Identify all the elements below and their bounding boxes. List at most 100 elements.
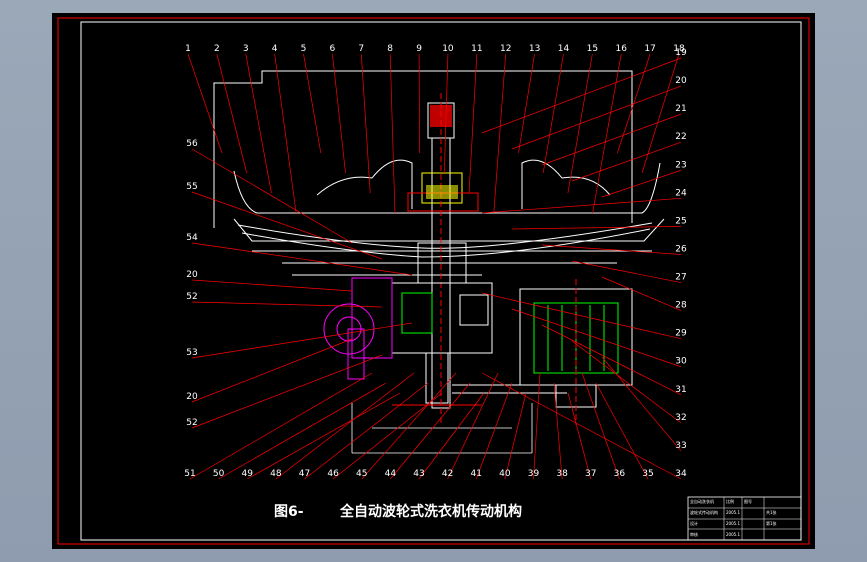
- part-label-b-49: 49: [242, 469, 254, 479]
- part-label-b-37-leader: [567, 392, 592, 480]
- clutch-housing: [323, 277, 493, 380]
- part-label-r-23: 23: [675, 160, 686, 170]
- caption-title: 全自动波轮式洗衣机传动机构: [339, 503, 522, 520]
- title-block-cell: 2005.1: [726, 510, 740, 515]
- part-label-12: 12: [500, 44, 511, 54]
- mechanism-drawing: 1234567891011121314151617181920212223242…: [57, 17, 810, 545]
- title-block-cell: 2005.1: [726, 532, 740, 537]
- gear-block: [426, 185, 458, 199]
- dimension-lines: [351, 403, 533, 454]
- caption-figure-number: 图6-: [274, 504, 304, 520]
- part-label-5: 5: [301, 44, 307, 54]
- title-block: 全自动洗衣机波轮式传动机构比例图号设计审核共1张第1张2005.12005.12…: [687, 496, 802, 541]
- part-label-b-42: 42: [442, 469, 453, 479]
- part-label-b-43-leader: [418, 392, 485, 480]
- part-label-r-20: 20: [675, 76, 687, 86]
- part-label-16-leader: [592, 53, 622, 214]
- part-label-r-24-leader: [481, 197, 682, 214]
- part-label-b-35: 35: [642, 469, 653, 479]
- part-label-3-leader: [245, 53, 272, 194]
- part-label-r-21: 21: [675, 104, 686, 114]
- part-label-r-19: 19: [675, 48, 687, 58]
- part-label-b-37: 37: [585, 469, 596, 479]
- part-label-r-29: 29: [675, 329, 687, 339]
- part-label-9-leader: [418, 53, 420, 154]
- part-label-1: 1: [185, 44, 191, 54]
- title-block-cell: 2005.1: [726, 521, 740, 526]
- part-label-r-31: 31: [675, 385, 686, 395]
- part-label-b-47-leader: [304, 382, 429, 480]
- part-label-r-23-leader: [601, 169, 682, 198]
- part-label-l-52-4: 52: [186, 292, 197, 302]
- part-label-13: 13: [529, 44, 540, 54]
- part-label-r-32-leader: [571, 340, 682, 424]
- part-label-l-52-4-leader: [191, 301, 383, 308]
- part-label-b-40-leader: [504, 392, 527, 480]
- part-label-b-47: 47: [299, 469, 310, 479]
- part-label-l-54-2: 54: [186, 233, 198, 243]
- title-block-cell: 比例: [726, 498, 734, 504]
- part-label-l-20-6-leader: [191, 338, 353, 403]
- part-label-b-45-leader: [361, 372, 457, 480]
- drive-belt: [392, 384, 567, 406]
- part-label-11: 11: [471, 44, 482, 54]
- part-label-12-leader: [493, 53, 507, 214]
- part-label-14: 14: [558, 44, 570, 54]
- part-label-b-38: 38: [556, 469, 568, 479]
- part-label-l-20-6: 20: [186, 392, 198, 402]
- part-label-l-53-5-leader: [191, 322, 413, 359]
- part-label-1-leader: [187, 53, 223, 154]
- part-label-l-55-1-leader: [191, 191, 383, 260]
- part-label-2-leader: [216, 53, 248, 174]
- part-label-r-30-leader: [511, 308, 682, 368]
- main-shaft: [407, 93, 479, 423]
- part-label-18: 18: [673, 44, 685, 54]
- part-label-b-45: 45: [356, 469, 367, 479]
- part-label-r-25: 25: [675, 216, 686, 226]
- part-label-6: 6: [330, 44, 336, 54]
- part-label-13-leader: [518, 53, 535, 154]
- part-label-l-56-0: 56: [186, 139, 198, 149]
- part-label-r-22-leader: [571, 141, 682, 182]
- part-label-18-leader: [641, 53, 680, 174]
- part-label-l-54-2-leader: [191, 242, 413, 276]
- part-label-r-32: 32: [675, 413, 686, 423]
- part-label-r-25-leader: [511, 226, 682, 230]
- title-block-cell: 审核: [690, 531, 698, 537]
- part-label-11-leader: [468, 53, 478, 194]
- part-label-b-40: 40: [499, 469, 511, 479]
- part-label-r-31-leader: [541, 324, 682, 396]
- part-label-b-42-leader: [447, 372, 499, 480]
- part-label-l-55-1: 55: [186, 182, 197, 192]
- part-label-6-leader: [332, 53, 346, 174]
- part-label-b-44-leader: [390, 382, 471, 480]
- part-label-14-leader: [542, 53, 564, 174]
- part-label-b-35-leader: [595, 382, 649, 480]
- part-label-4: 4: [272, 44, 278, 54]
- part-label-7: 7: [358, 44, 364, 54]
- part-label-b-41: 41: [471, 469, 482, 479]
- part-label-b-51: 51: [184, 469, 195, 479]
- part-label-r-27-leader: [571, 260, 682, 283]
- part-label-l-52-7: 52: [186, 418, 197, 428]
- part-label-b-50-leader: [218, 382, 387, 480]
- part-label-2: 2: [214, 44, 220, 54]
- part-label-b-39-leader: [533, 372, 541, 480]
- part-label-r-34: 34: [675, 469, 687, 479]
- part-label-b-49-leader: [247, 392, 401, 480]
- part-label-r-26-leader: [541, 244, 682, 255]
- part-label-b-38-leader: [553, 382, 563, 480]
- part-label-b-46: 46: [327, 469, 339, 479]
- part-label-15: 15: [587, 44, 598, 54]
- part-label-9: 9: [416, 44, 422, 54]
- part-label-17: 17: [644, 44, 655, 54]
- part-label-b-36-leader: [581, 372, 620, 480]
- part-label-l-20-3-leader: [191, 279, 353, 292]
- part-label-8-leader: [389, 53, 396, 214]
- part-label-b-51-leader: [189, 372, 373, 480]
- inner-frame: [80, 21, 802, 541]
- title-block-cell: 第1张: [766, 520, 777, 526]
- part-label-b-48: 48: [270, 469, 282, 479]
- part-label-r-28-leader: [601, 276, 682, 311]
